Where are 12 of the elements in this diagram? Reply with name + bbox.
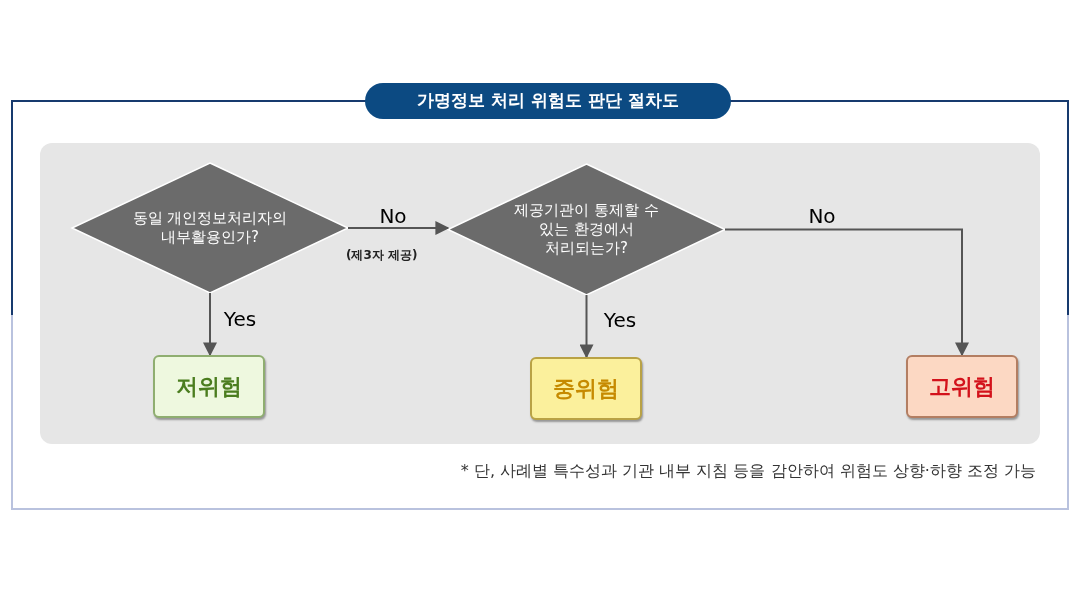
footnote: * 단, 사례별 특수성과 기관 내부 지침 등을 감안하여 위험도 상향·하향 조정 가능 [460,460,1036,482]
question-text: 제공기관이 통제할 수 있는 환경에서 처리되는가? [513,201,660,258]
arrow [203,292,217,357]
edge-note: (제3자 제공) [346,247,418,264]
title-pill: 가명정보 처리 위험도 판단 절차도 [365,83,731,119]
arrow [579,294,594,359]
risk-box: 고위험 [906,355,1018,418]
arrow [347,221,450,235]
risk-box: 저위험 [153,355,265,418]
question-text: 동일 개인정보처리자의 내부활용인가? [131,209,289,247]
risk-box: 중위험 [530,357,642,420]
arrow [724,228,969,357]
